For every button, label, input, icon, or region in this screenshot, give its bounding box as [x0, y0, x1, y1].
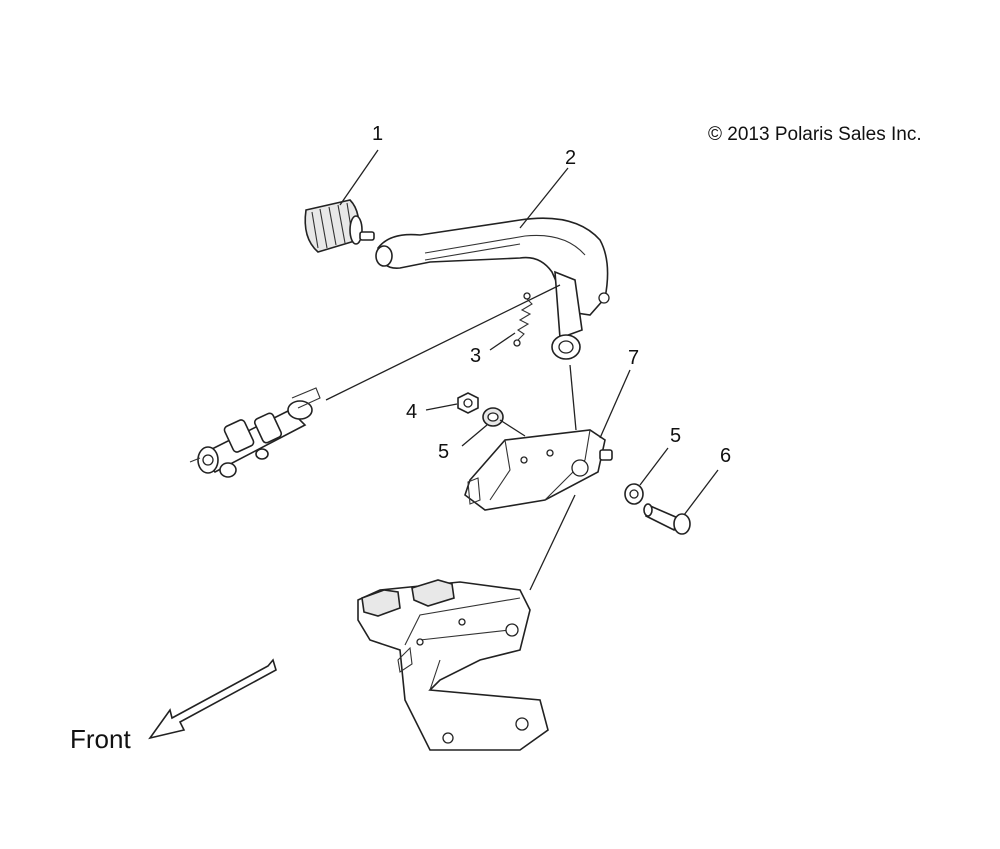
part-7-bracket [464, 429, 613, 511]
callout-2: 2 [565, 147, 576, 169]
front-arrow-icon [148, 658, 277, 740]
part-5-washer-right [624, 483, 644, 505]
callout-1: 1 [372, 123, 383, 145]
callout-5-left: 5 [438, 441, 449, 463]
part-5-bushing-left [482, 407, 504, 427]
leader-line-2 [519, 167, 569, 229]
leader-line-7 [599, 369, 631, 439]
front-label: Front [70, 724, 131, 754]
part-3-return-spring [513, 292, 533, 347]
assembly-line-pedal [569, 364, 577, 431]
pushrod-line [325, 284, 561, 401]
callout-7: 7 [628, 347, 639, 369]
leader-line-5b [639, 447, 669, 486]
callout-6: 6 [720, 445, 731, 467]
assembly-line-5a [499, 419, 526, 437]
part-2-brake-pedal [375, 217, 610, 360]
part-6-bolt [643, 503, 691, 535]
callout-5-right: 5 [670, 425, 681, 447]
assembly-line-frame [529, 494, 576, 591]
part-4-nut [457, 392, 479, 414]
callout-3: 3 [470, 345, 481, 367]
leader-line-6 [683, 469, 719, 516]
leader-line-3 [489, 332, 516, 351]
frame-mount-bracket [357, 579, 549, 751]
callout-4: 4 [406, 401, 417, 423]
leader-line-1 [339, 149, 379, 206]
master-cylinder [189, 387, 321, 478]
leader-line-4 [425, 403, 458, 411]
part-1-foot-peg [304, 199, 375, 253]
copyright-text: © 2013 Polaris Sales Inc. [708, 124, 922, 145]
leader-line-5a [461, 424, 488, 447]
